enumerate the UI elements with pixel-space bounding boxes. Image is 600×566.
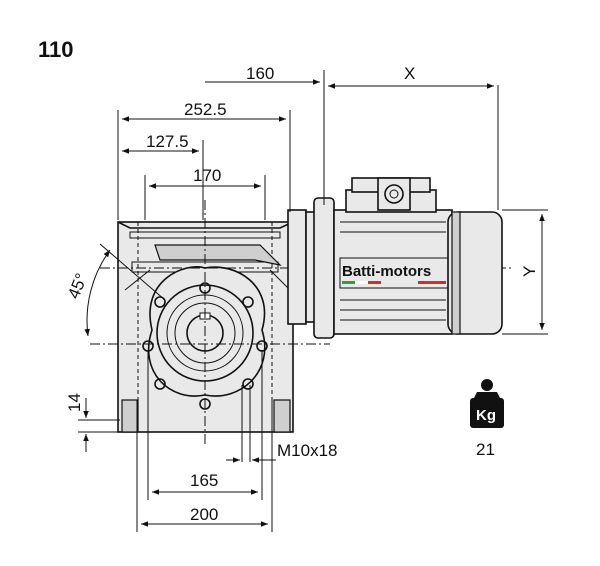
size-title: 110 xyxy=(38,37,74,62)
dim-252-5: 252.5 xyxy=(184,100,227,119)
thread-size: M10x18 xyxy=(277,441,337,460)
dimension-14 xyxy=(78,398,120,452)
dim-x: X xyxy=(404,64,415,83)
dim-45-degrees: 45° xyxy=(64,271,91,302)
weight-value: 21 xyxy=(476,440,495,459)
weight-unit: Kg xyxy=(476,407,496,424)
dimension-lines-bottom xyxy=(136,350,276,532)
flag-stripe-right xyxy=(418,281,446,284)
dim-127-5: 127.5 xyxy=(146,132,189,151)
dimension-lines-top xyxy=(117,70,499,220)
weight-icon xyxy=(470,379,504,428)
dimension-angle xyxy=(84,243,166,337)
dim-14: 14 xyxy=(65,393,84,412)
dim-y: Y xyxy=(520,266,539,277)
dim-160: 160 xyxy=(246,64,274,83)
dimension-y xyxy=(502,209,548,335)
flag-stripe-left xyxy=(342,281,381,284)
brand-label: Batti-motors xyxy=(342,263,431,280)
electric-motor xyxy=(287,177,503,339)
dim-200: 200 xyxy=(190,505,218,524)
dim-170: 170 xyxy=(193,166,221,185)
dim-165: 165 xyxy=(190,471,218,490)
